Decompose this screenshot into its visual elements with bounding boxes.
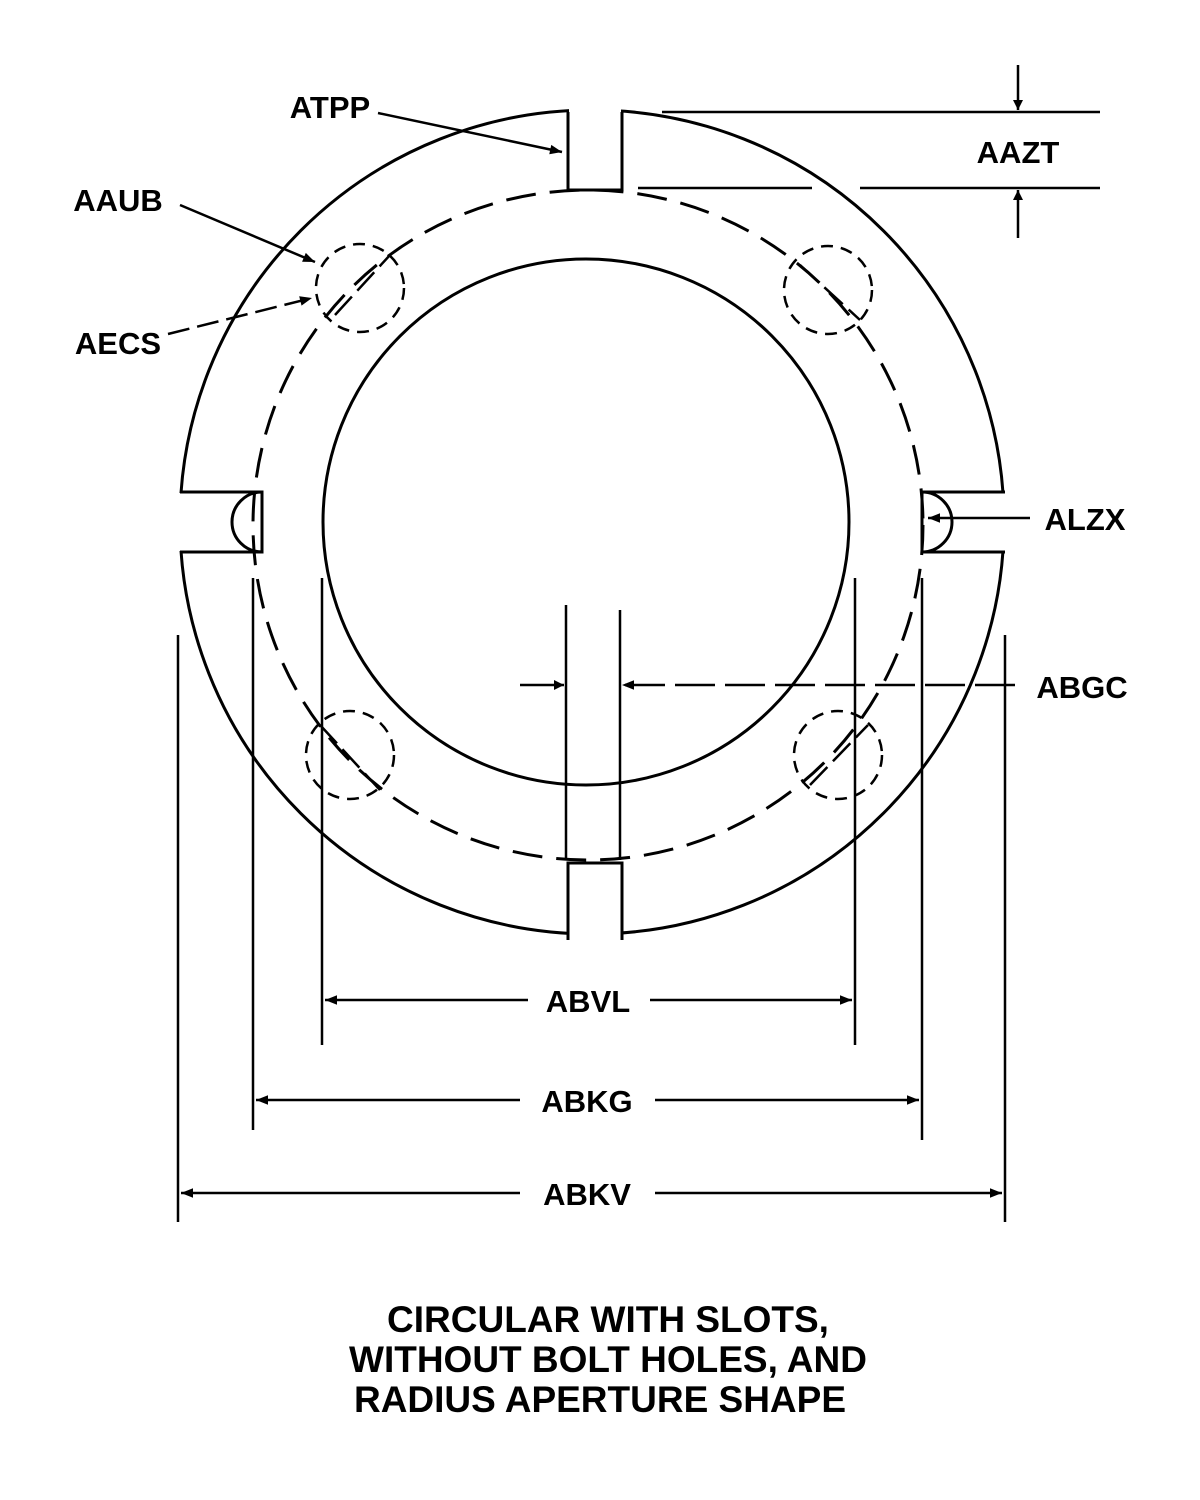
bolt-hole	[304, 709, 396, 801]
bolt-circle	[251, 188, 925, 862]
caption-line: RADIUS APERTURE SHAPE	[354, 1379, 846, 1420]
label-aazt: AAZT	[977, 135, 1060, 170]
caption-line: WITHOUT BOLT HOLES, AND	[349, 1339, 867, 1380]
bolt-hole	[314, 242, 406, 334]
label-aaub: AAUB	[73, 183, 163, 218]
bolt-hole	[782, 244, 874, 336]
label-abgc: ABGC	[1036, 670, 1127, 705]
label-aecs: AECS	[75, 326, 161, 361]
label-abvl: ABVL	[546, 984, 630, 1019]
label-alzx: ALZX	[1045, 502, 1126, 537]
label-atpp: ATPP	[290, 90, 370, 125]
bolt-hole	[792, 709, 884, 801]
outer-edge	[178, 108, 1006, 936]
left-slot	[180, 490, 264, 554]
right-slot	[920, 490, 1005, 554]
label-abkv: ABKV	[543, 1177, 631, 1212]
caption-line: CIRCULAR WITH SLOTS,	[387, 1299, 829, 1340]
label-abkg: ABKG	[541, 1084, 632, 1119]
inner-aperture	[321, 257, 851, 787]
bottom-slot	[566, 861, 624, 940]
